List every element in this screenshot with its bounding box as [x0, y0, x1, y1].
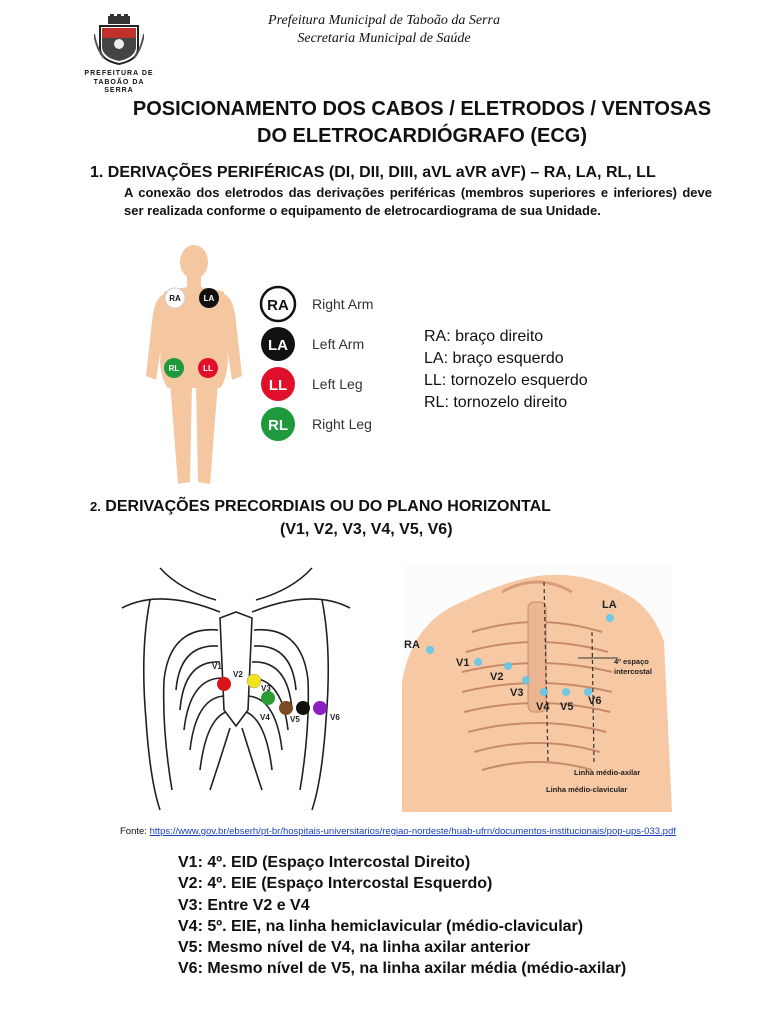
- source-prefix: Fonte:: [120, 826, 150, 837]
- section-2-subheading: (V1, V2, V3, V4, V5, V6): [280, 521, 453, 538]
- section-1-heading: 1. DERIVAÇÕES PERIFÉRICAS (DI, DII, DIII…: [90, 164, 656, 181]
- section-1-text: A conexão dos eletrodos das derivações p…: [124, 185, 712, 218]
- ra-electrode: [164, 287, 186, 309]
- desc-v5: V5: Mesmo nível de V4, na linha axilar a…: [178, 939, 531, 957]
- right-v5-label: V5: [560, 701, 573, 713]
- right-v2-label: V2: [490, 671, 503, 683]
- left-v3-label: V3: [261, 684, 271, 693]
- svg-text:RA: RA: [267, 297, 289, 314]
- v2-dot: [504, 662, 512, 670]
- v4-dot: [540, 688, 548, 696]
- section-2-heading: 2. DERIVAÇÕES PRECORDIAIS OU DO PLANO HO…: [90, 498, 551, 516]
- right-v4-label: V4: [536, 701, 550, 713]
- v5-dot: [562, 688, 570, 696]
- v1-dot: [474, 658, 482, 666]
- right-la-label: LA: [602, 599, 617, 611]
- page-title: POSICIONAMENTO DOS CABOS / ELETRODOS / V…: [100, 96, 744, 150]
- source-citation: Fonte: https://www.gov.br/ebserh/pt-br/h…: [120, 826, 676, 837]
- la-electrode-dot: [606, 614, 614, 622]
- body-rl-label: RL: [169, 364, 180, 373]
- legend-rl: RL: tornozelo direito: [424, 394, 568, 411]
- desc-v2: V2: 4º. EIE (Espaço Intercostal Esquerdo…: [178, 875, 493, 893]
- v5-electrode: [296, 701, 310, 715]
- right-ra-label: RA: [404, 639, 420, 651]
- limb-legend: RA: braço direito LA: braço esquerdo LL:…: [424, 326, 588, 414]
- section-2-title: DERIVAÇÕES PRECORDIAIS OU DO PLANO HORIZ…: [105, 498, 551, 515]
- desc-v1: V1: 4º. EID (Espaço Intercostal Direito): [178, 854, 471, 871]
- v3-electrode: [261, 691, 275, 705]
- rl-electrode: [164, 358, 184, 378]
- body-ra-label: RA: [169, 294, 181, 303]
- chest-illustration: LA RA V1 V2 V3 V4 V5 V6 4º espaço interc…: [402, 562, 672, 812]
- municipality-logo: PREFEITURA DE TABOÃO DA SERRA: [80, 14, 158, 94]
- key-right-leg: RL Right Leg: [261, 407, 372, 441]
- svg-text:Left Leg: Left Leg: [312, 376, 363, 392]
- body-la-label: LA: [204, 294, 215, 303]
- ribcage-diagram: V1 V2 V3 V4 V5 V6: [121, 567, 351, 811]
- svg-text:Right Arm: Right Arm: [312, 296, 373, 312]
- v2-electrode: [246, 673, 262, 689]
- right-v1-label: V1: [456, 657, 469, 669]
- legend-ll: LL: tornozelo esquerdo: [424, 372, 588, 389]
- svg-text:LA: LA: [268, 337, 288, 354]
- v6-electrode: [313, 701, 327, 715]
- body-silhouette: [146, 245, 242, 484]
- left-v2-label: V2: [233, 670, 243, 679]
- svg-text:Left Arm: Left Arm: [312, 336, 364, 352]
- left-v1-label: V1: [212, 662, 222, 671]
- logo-line-1: PREFEITURA DE: [84, 70, 154, 77]
- logo-line-2: TABOÃO DA SERRA: [93, 79, 145, 94]
- key-left-leg: LL Left Leg: [261, 367, 363, 401]
- legend-ra: RA: braço direito: [424, 328, 544, 345]
- title-line-1: POSICIONAMENTO DOS CABOS / ELETRODOS / V…: [132, 98, 712, 120]
- la-electrode: [199, 288, 219, 308]
- right-v3-label: V3: [510, 687, 523, 699]
- desc-v3: V3: Entre V2 e V4: [178, 896, 310, 914]
- header-secretariat: Secretaria Municipal de Saúde: [297, 31, 471, 46]
- legend-la: LA: braço esquerdo: [424, 350, 564, 367]
- space-label-1: 4º espaço: [614, 657, 649, 666]
- ra-electrode-dot: [426, 646, 434, 654]
- svg-text:Right Leg: Right Leg: [312, 416, 372, 432]
- svg-text:LL: LL: [269, 377, 287, 394]
- left-v4-label: V4: [260, 713, 270, 722]
- v3-dot: [522, 676, 530, 684]
- space-label-2: intercostal: [614, 667, 652, 676]
- electrode-key: RA Right Arm LA Left Arm LL Left Leg RL …: [259, 285, 373, 441]
- section-2-number: 2.: [90, 499, 101, 514]
- title-line-2: DO ELETROCARDIÓGRAFO (ECG): [257, 125, 587, 147]
- key-left-arm: LA Left Arm: [261, 327, 364, 361]
- desc-v6: V6: Mesmo nível de V5, na linha axilar m…: [178, 960, 627, 978]
- precordial-descriptions: V1: 4º. EID (Espaço Intercostal Direito)…: [178, 852, 626, 980]
- coat-of-arms-icon: [94, 14, 144, 66]
- body-ll-label: LL: [203, 364, 213, 373]
- v6-dot: [584, 688, 592, 696]
- ll-electrode: [198, 358, 218, 378]
- svg-text:RL: RL: [268, 417, 288, 434]
- left-v6-label: V6: [330, 713, 340, 722]
- axilar-label: Linha médio-axilar: [574, 768, 640, 777]
- right-v6-label: V6: [588, 695, 601, 707]
- body-figure-diagram: RA LA RL LL: [146, 245, 242, 484]
- clavicular-label: Linha médio-clavicular: [546, 785, 627, 794]
- left-v5-label: V5: [290, 715, 300, 724]
- desc-v4: V4: 5º. EIE, na linha hemiclavicular (mé…: [178, 917, 584, 935]
- header-municipality: Prefeitura Municipal de Taboão da Serra: [268, 13, 500, 28]
- v1-electrode: [217, 677, 231, 691]
- v4-electrode: [279, 701, 293, 715]
- source-link[interactable]: https://www.gov.br/ebserh/pt-br/hospitai…: [149, 826, 676, 837]
- key-right-arm: RA Right Arm: [259, 285, 373, 323]
